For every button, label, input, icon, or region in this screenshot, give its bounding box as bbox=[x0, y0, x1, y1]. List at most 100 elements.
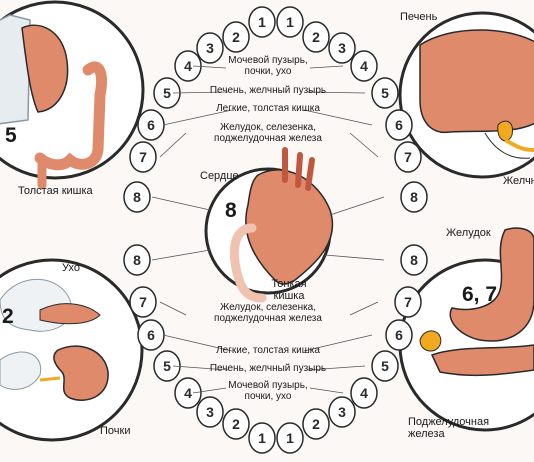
tooth-number: 8 bbox=[133, 252, 141, 268]
tooth-number: 1 bbox=[286, 430, 294, 446]
tooth-lower-right-3: 3 bbox=[328, 396, 356, 428]
tooth-upper-right-8: 8 bbox=[400, 181, 428, 213]
connector-line bbox=[162, 109, 233, 126]
tooth-upper-right-5: 5 bbox=[371, 77, 399, 109]
connector-line bbox=[162, 334, 233, 352]
tooth-number: 1 bbox=[258, 14, 266, 30]
stomach-pancreas-number: 6, 7 bbox=[462, 283, 498, 306]
tooth-upper-right-4: 4 bbox=[350, 50, 378, 82]
ear-label: Ухо bbox=[62, 262, 80, 274]
tooth-upper-left-8: 1 bbox=[248, 6, 276, 38]
ear-kidney-illustration bbox=[0, 258, 144, 442]
tooth-number: 4 bbox=[360, 385, 368, 401]
lower-label-4: Мочевой пузырь, почки, ухо bbox=[228, 380, 308, 402]
connector-line bbox=[309, 65, 344, 69]
pancreas-label: Поджелудочная железа bbox=[408, 416, 490, 440]
tooth-number: 5 bbox=[163, 85, 171, 101]
tooth-number: 5 bbox=[381, 358, 389, 374]
tooth-lower-left-4: 5 bbox=[153, 350, 181, 382]
tooth-number: 6 bbox=[147, 117, 155, 133]
lower-label-1: Желудок, селезенка, поджелудочная железа bbox=[214, 302, 322, 324]
connector-line bbox=[349, 132, 379, 158]
tooth-upper-left-6: 3 bbox=[196, 32, 224, 64]
tooth-lower-right-1: 1 bbox=[276, 422, 304, 454]
large-intestine-label: Толстая кишка bbox=[18, 185, 93, 197]
tooth-upper-left-5: 4 bbox=[174, 50, 202, 82]
tooth-number: 6 bbox=[395, 117, 403, 133]
ear-kidney-number: 2 bbox=[2, 305, 14, 328]
connector-line bbox=[192, 65, 227, 69]
connector-line bbox=[151, 196, 211, 211]
upper-label-4: Желудок, селезенка, поджелудочная железа bbox=[214, 122, 322, 144]
lower-label-3: Печень, желчный пузырь bbox=[209, 363, 327, 374]
tooth-number: 3 bbox=[338, 404, 346, 420]
tooth-lower-left-2: 7 bbox=[129, 286, 157, 318]
tooth-lower-left-8: 1 bbox=[248, 422, 276, 454]
liver-label: Печень bbox=[400, 11, 438, 23]
tooth-number: 5 bbox=[163, 358, 171, 374]
tooth-number: 3 bbox=[206, 40, 214, 56]
tooth-number: 7 bbox=[404, 294, 412, 310]
tooth-number: 2 bbox=[232, 416, 240, 432]
small-intestine-label: Тонкая кишка bbox=[271, 278, 307, 302]
tooth-number: 6 bbox=[147, 327, 155, 343]
tooth-lower-left-6: 3 bbox=[196, 396, 224, 428]
upper-label-1: Мочевой пузырь, почки, ухо bbox=[228, 55, 308, 77]
connector-line bbox=[303, 334, 373, 352]
tooth-lower-right-7: 7 bbox=[394, 286, 422, 318]
tooth-number: 7 bbox=[404, 149, 412, 165]
kidneys-label: Почки bbox=[100, 425, 131, 437]
tooth-upper-left-1: 8 bbox=[123, 181, 151, 213]
stomach-label: Желудок bbox=[446, 227, 491, 239]
tooth-number: 7 bbox=[139, 149, 147, 165]
connector-line bbox=[349, 301, 379, 316]
tooth-lower-left-3: 6 bbox=[137, 319, 165, 351]
heart-intestine-illustration bbox=[204, 147, 334, 303]
tooth-number: 8 bbox=[133, 189, 141, 205]
connector-line bbox=[309, 387, 344, 394]
tooth-number: 4 bbox=[184, 385, 192, 401]
tooth-number: 7 bbox=[139, 294, 147, 310]
tooth-upper-right-2: 2 bbox=[302, 21, 330, 53]
connector-line bbox=[303, 109, 373, 126]
connector-line bbox=[151, 249, 211, 261]
tooth-number: 4 bbox=[184, 58, 192, 74]
upper-label-2: Печень, желчный пузырь bbox=[209, 85, 327, 96]
large-intestine-illustration bbox=[0, 0, 145, 190]
connector-line bbox=[192, 387, 227, 394]
tooth-upper-right-3: 3 bbox=[328, 32, 356, 64]
tooth-number: 1 bbox=[258, 430, 266, 446]
liver-illustration bbox=[398, 11, 534, 179]
tooth-lower-right-4: 4 bbox=[350, 377, 378, 409]
lower-label-2: Легкие, толстая кишка bbox=[216, 345, 320, 356]
tooth-upper-left-7: 2 bbox=[222, 21, 250, 53]
tooth-lower-left-1: 8 bbox=[123, 244, 151, 276]
connector-line bbox=[307, 365, 366, 371]
connector-line bbox=[159, 132, 187, 158]
heart-label: Сердце bbox=[200, 170, 239, 182]
gallbladder-label: Желчн bbox=[503, 175, 534, 187]
tooth-number: 3 bbox=[338, 40, 346, 56]
tooth-number: 6 bbox=[395, 327, 403, 343]
heart-number: 8 bbox=[225, 199, 237, 222]
tooth-lower-right-8: 8 bbox=[400, 244, 428, 276]
tooth-upper-right-6: 6 bbox=[385, 109, 413, 141]
tooth-number: 8 bbox=[410, 189, 418, 205]
connector-line bbox=[329, 196, 385, 216]
tooth-upper-left-2: 7 bbox=[129, 141, 157, 173]
tooth-number: 3 bbox=[206, 404, 214, 420]
connector-line bbox=[172, 365, 229, 371]
large-intestine-number: 5 bbox=[5, 124, 17, 147]
tooth-lower-right-2: 2 bbox=[302, 408, 330, 440]
connector-line bbox=[159, 301, 187, 316]
tooth-number: 1 bbox=[286, 14, 294, 30]
connector-line bbox=[324, 254, 385, 261]
tooth-lower-left-7: 2 bbox=[222, 408, 250, 440]
tooth-number: 5 bbox=[381, 85, 389, 101]
connector-lines bbox=[151, 65, 385, 394]
tooth-number: 2 bbox=[312, 416, 320, 432]
tooth-number: 2 bbox=[232, 29, 240, 45]
